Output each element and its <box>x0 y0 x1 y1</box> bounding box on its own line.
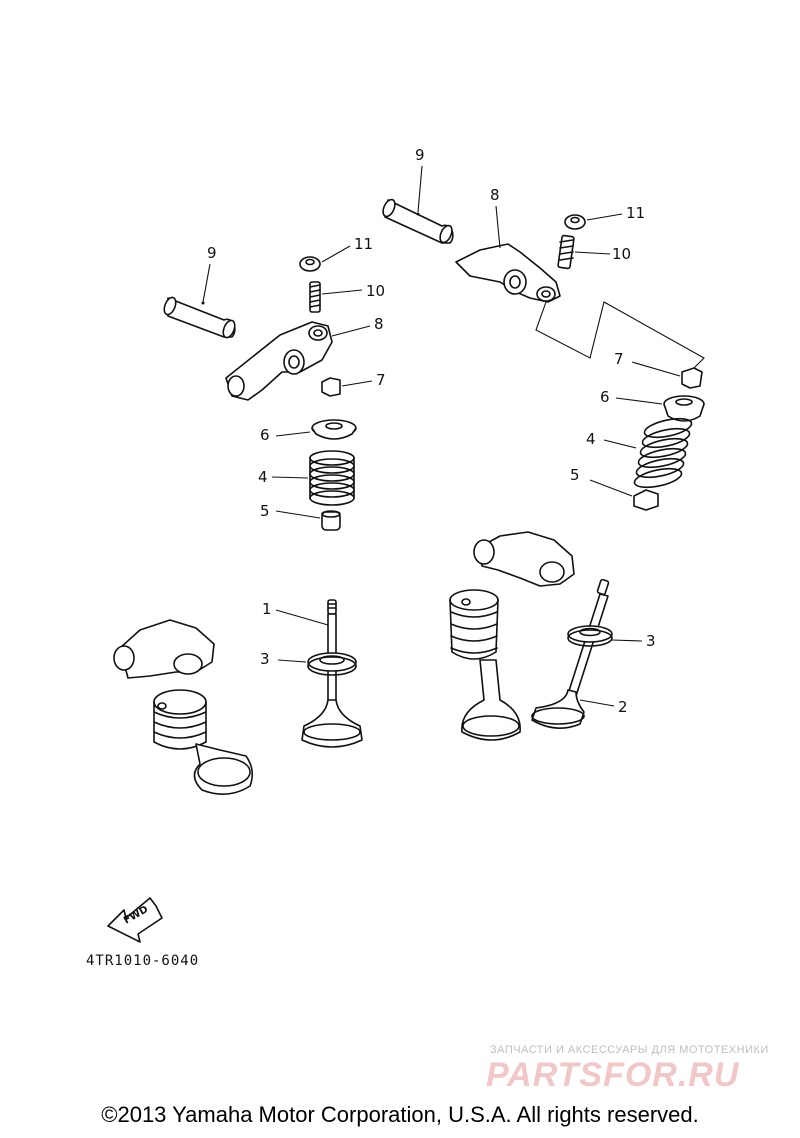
callout-6-right: 6 <box>600 388 610 406</box>
callout-7-left: 7 <box>376 371 386 389</box>
adjusting-nut-left <box>299 256 321 272</box>
watermark-tagline: ЗАПЧАСТИ И АКСЕССУАРЫ ДЛЯ МОТОТЕХНИКИ <box>490 1044 769 1056</box>
callout-3-left: 3 <box>260 650 270 668</box>
assembled-view-right <box>449 531 575 741</box>
spring-retainer-right <box>663 395 705 422</box>
assembled-view-left <box>113 619 254 795</box>
valve-spring-seat-right <box>567 625 613 647</box>
callout-11-left: 11 <box>354 235 373 253</box>
callout-2: 2 <box>618 698 628 716</box>
forward-arrow-icon: FWD <box>107 897 163 943</box>
copyright-footer: ©2013 Yamaha Motor Corporation, U.S.A. A… <box>101 1102 699 1127</box>
rocker-shaft-right <box>382 198 454 244</box>
callout-8-left: 8 <box>374 315 384 333</box>
callout-6-left: 6 <box>260 426 270 444</box>
valve-stem-seal-left <box>321 510 341 531</box>
callout-10-left: 10 <box>366 282 385 300</box>
spring-retainer-left <box>311 419 357 440</box>
callout-4-right: 4 <box>586 430 596 448</box>
adjusting-screw-right <box>557 234 575 270</box>
callout-9-right: 9 <box>415 146 425 164</box>
valve-cotter-left <box>321 377 341 397</box>
callout-3-right: 3 <box>646 632 656 650</box>
valve-spring-right <box>633 417 693 489</box>
callout-10-right: 10 <box>612 245 631 263</box>
assembly-guide-line <box>535 301 705 373</box>
callout-9-left: 9 <box>207 244 217 262</box>
rocker-arm-right <box>455 243 561 303</box>
valve-cotter-right <box>681 367 703 389</box>
exhaust-valve <box>531 578 610 729</box>
intake-valve <box>301 599 363 748</box>
callout-5-left: 5 <box>260 502 270 520</box>
callout-7-right: 7 <box>614 350 624 368</box>
watermark-logo: PARTSFOR.RU <box>486 1056 740 1094</box>
adjusting-nut-right <box>564 214 586 230</box>
valve-spring-left <box>309 450 355 506</box>
rocker-arm-left <box>225 321 333 401</box>
valve-stem-seal-right <box>633 489 659 511</box>
callout-4-left: 4 <box>258 468 268 486</box>
adjusting-screw-left <box>309 281 321 313</box>
valve-spring-seat-center <box>307 652 357 676</box>
callout-8-right: 8 <box>490 186 500 204</box>
rocker-shaft-left <box>163 296 236 339</box>
callout-5-right: 5 <box>570 466 580 484</box>
callout-1: 1 <box>262 600 272 618</box>
diagram-part-code: 4TR1010-6040 <box>86 953 200 969</box>
callout-11-right: 11 <box>626 204 645 222</box>
